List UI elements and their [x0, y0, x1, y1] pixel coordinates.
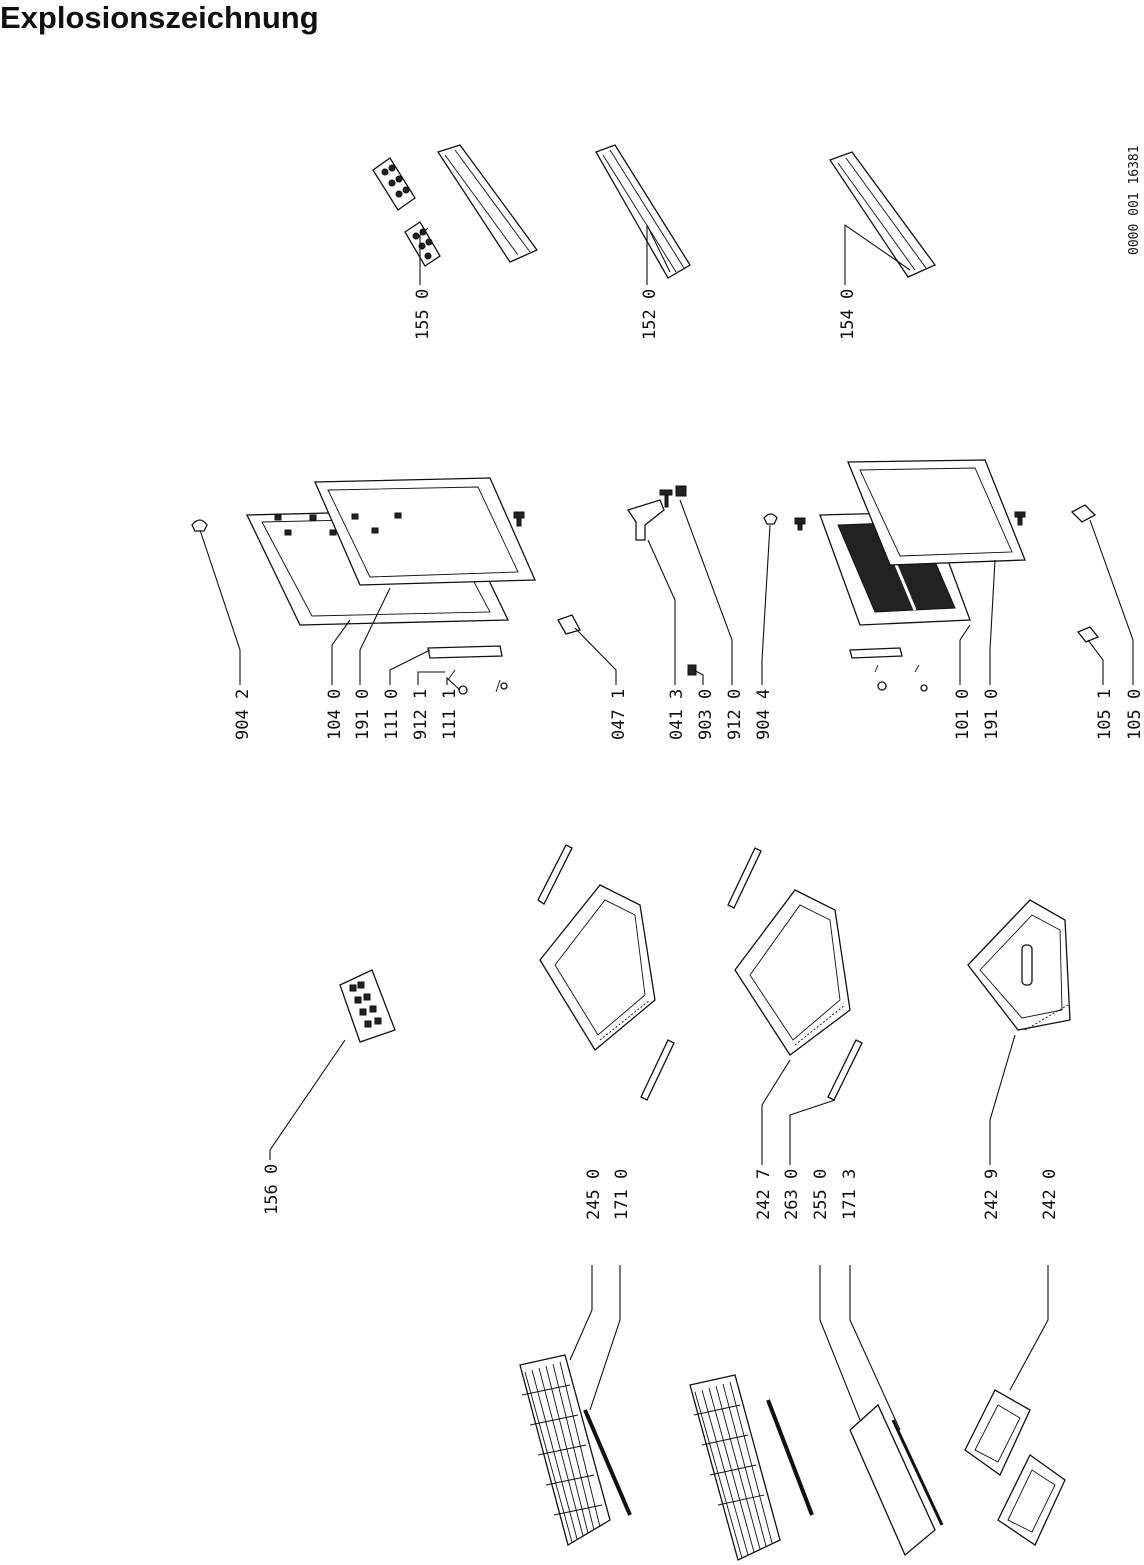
ice-tray-part — [339, 969, 396, 1043]
label-912-0: 912 0 — [725, 689, 745, 740]
lower-door-part — [819, 459, 1026, 692]
label-154-0: 154 0 — [838, 289, 858, 340]
label-904-4: 904 4 — [754, 689, 774, 740]
label-047-1: 047 1 — [609, 689, 629, 740]
crisper-drawer-top-part — [537, 844, 675, 1101]
label-171-3: 171 3 — [840, 1169, 860, 1220]
door-shelf-middle-part — [595, 144, 691, 279]
label-912-1: 912 1 — [411, 689, 431, 740]
label-105-0: 105 0 — [1125, 689, 1144, 740]
label-191-0-b: 191 0 — [982, 689, 1002, 740]
label-263-0: 263 0 — [782, 1169, 802, 1220]
glass-plate-part — [849, 1403, 944, 1557]
crisper-drawer-middle-part — [727, 847, 863, 1101]
hinge-assembly-part — [557, 485, 806, 676]
label-191-0-a: 191 0 — [353, 689, 373, 740]
upper-door-part — [191, 477, 536, 695]
label-904-2: 904 2 — [233, 689, 253, 740]
label-111-1: 111 1 — [440, 689, 460, 740]
label-242-0: 242 0 — [1040, 1169, 1060, 1220]
label-101-0: 101 0 — [953, 689, 973, 740]
freezer-drawer-part — [967, 899, 1071, 1031]
wire-shelf-bottom-part — [689, 1374, 814, 1561]
label-242-7: 242 7 — [754, 1169, 774, 1220]
label-104-0: 104 0 — [325, 689, 345, 740]
door-shelf-bottom-part — [829, 151, 937, 278]
egg-tray-part — [372, 157, 441, 267]
label-245-0: 245 0 — [584, 1169, 604, 1220]
label-156-0: 156 0 — [262, 1164, 282, 1215]
page-title: Explosionszeichnung — [0, 0, 319, 35]
wire-shelf-top-part — [519, 1354, 632, 1546]
foot-part — [1070, 504, 1100, 643]
label-242-9: 242 9 — [982, 1169, 1002, 1220]
label-041-3: 041 3 — [667, 689, 687, 740]
label-105-1: 105 1 — [1095, 689, 1115, 740]
label-111-0: 111 0 — [382, 689, 402, 740]
label-155-0: 155 0 — [413, 289, 433, 340]
label-903-0: 903 0 — [696, 689, 716, 740]
label-171-0: 171 0 — [612, 1169, 632, 1220]
document-number: 0000 001 16381 — [1127, 145, 1142, 255]
door-shelf-top-part — [436, 144, 539, 263]
label-255-0: 255 0 — [811, 1169, 831, 1220]
freezer-baskets-part — [964, 1389, 1066, 1546]
label-152-0: 152 0 — [640, 289, 660, 340]
